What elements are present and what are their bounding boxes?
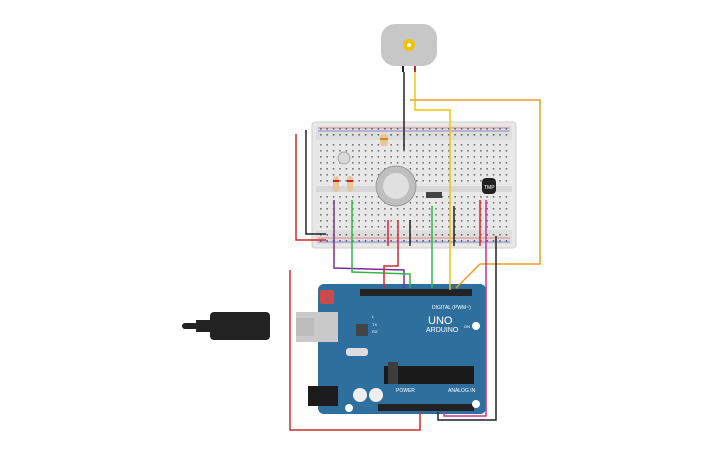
wires (289, 72, 541, 431)
sensor-label: TMP (484, 185, 495, 191)
arduino-board[interactable]: ARDUINO UNO DIGITAL (PWM~) POWER ANALOG … (296, 284, 486, 414)
rgb-led[interactable] (337, 151, 351, 165)
gas-sensor[interactable] (375, 165, 417, 207)
dc-motor[interactable] (381, 24, 437, 72)
on-label: ON (464, 324, 470, 329)
temperature-sensor[interactable]: TMP (482, 178, 496, 194)
usb-cable[interactable] (182, 312, 314, 340)
rx-label: RX (372, 329, 378, 334)
tx-label: TX (372, 322, 377, 327)
resistor-2[interactable] (347, 176, 353, 192)
reset-button[interactable] (320, 290, 334, 304)
analog-label: ANALOG IN (448, 388, 476, 394)
resistor-3[interactable] (380, 134, 388, 146)
resistor-1[interactable] (333, 176, 339, 192)
power-label: POWER (396, 388, 415, 394)
power-jack (308, 386, 338, 406)
slide-switch[interactable] (426, 192, 442, 198)
model-label: UNO (428, 315, 453, 327)
brand-label: ARDUINO (426, 327, 459, 334)
digital-label: DIGITAL (PWM~) (432, 305, 471, 311)
l-label: L (372, 314, 375, 319)
